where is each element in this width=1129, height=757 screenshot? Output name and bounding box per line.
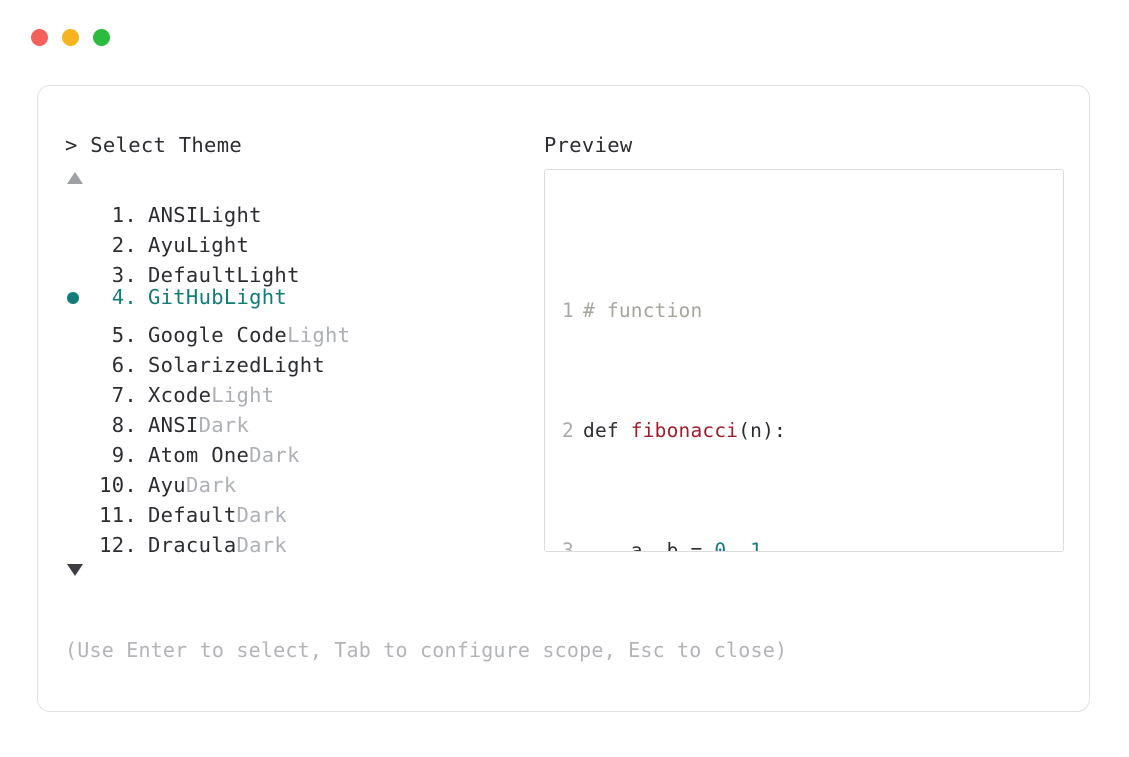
theme-name: GitHub [148, 285, 224, 309]
selection-bullet-slot [65, 522, 93, 552]
theme-name: Default [148, 263, 237, 287]
theme-list-item[interactable]: 6. Solarized Light [65, 342, 525, 377]
theme-name: ANSI [148, 413, 199, 437]
keyboard-hint-text: (Use Enter to select, Tab to configure s… [65, 638, 788, 662]
token-number: 0 [714, 539, 727, 552]
window-minimize-button[interactable] [62, 29, 79, 46]
theme-variant: Light [236, 263, 300, 287]
code-line: 2 def fibonacci(n): [545, 416, 1063, 446]
token-punctuation: , [726, 539, 751, 552]
theme-variant: Light [211, 383, 275, 407]
preview-panel: Preview 1 # function 2 def fibonacci(n):… [544, 132, 1064, 552]
theme-list-item[interactable]: 10. Ayu Dark [65, 462, 525, 497]
token-function-name: fibonacci [630, 419, 739, 442]
selection-bullet-slot [65, 312, 93, 342]
line-content: # function [583, 296, 702, 326]
theme-variant: Light [185, 233, 250, 257]
window-close-button[interactable] [31, 29, 48, 46]
theme-name: Atom One [148, 443, 250, 467]
code-line: 3 a, b = 0, 1 [545, 536, 1063, 552]
theme-name: Ayu [148, 473, 186, 497]
code-block: 1 # function 2 def fibonacci(n): 3 a, b … [545, 206, 1063, 552]
theme-list-item[interactable]: 3. Default Light [65, 252, 525, 287]
theme-selector-card: > Select Theme 1. ANSI Light 2. Ayu Ligh… [37, 85, 1090, 712]
preview-heading: Preview [544, 133, 633, 157]
theme-name: Ayu [148, 233, 186, 257]
selection-bullet-slot [65, 402, 93, 432]
theme-variant: Light [198, 203, 262, 227]
selected-bullet-icon [67, 292, 79, 304]
theme-index: 5. [99, 323, 137, 347]
theme-variant: Light [223, 285, 288, 309]
selection-bullet-slot [65, 283, 93, 313]
theme-index: 4. [99, 285, 137, 309]
selection-bullet-slot [65, 222, 93, 252]
theme-name: ANSI [148, 203, 199, 227]
line-number: 1 [562, 299, 574, 322]
selection-bullet-slot [65, 432, 93, 462]
theme-list-item[interactable]: 12. Dracula Dark [65, 522, 525, 557]
theme-variant: Dark [198, 413, 250, 437]
theme-name: Default [148, 503, 237, 527]
line-content: def fibonacci(n): [583, 416, 786, 446]
theme-index: 3. [99, 263, 137, 287]
window-titlebar [31, 29, 110, 46]
theme-index: 7. [99, 383, 137, 407]
theme-list-item[interactable]: 9. Atom One Dark [65, 432, 525, 467]
theme-name: Dracula [148, 533, 237, 557]
theme-list-item[interactable]: 7. Xcode Light [65, 372, 525, 407]
selection-bullet-slot [65, 252, 93, 282]
line-content: a, b = 0, 1 [583, 536, 763, 552]
selection-bullet-slot [65, 372, 93, 402]
theme-list-item[interactable]: 1. ANSI Light [65, 192, 525, 227]
theme-list: 1. ANSI Light 2. Ayu Light 3. Default Li… [65, 192, 525, 557]
code-line: 1 # function [545, 296, 1063, 326]
theme-list-item[interactable]: 11. Default Dark [65, 492, 525, 527]
selection-bullet-slot [65, 342, 93, 372]
line-number: 2 [562, 419, 574, 442]
window-maximize-button[interactable] [93, 29, 110, 46]
theme-index: 2. [99, 233, 137, 257]
theme-index: 9. [99, 443, 137, 467]
theme-index: 6. [99, 353, 137, 377]
theme-name: Solarized [148, 353, 262, 377]
theme-index: 8. [99, 413, 137, 437]
selection-bullet-slot [65, 462, 93, 492]
theme-list-item[interactable]: 8. ANSI Dark [65, 402, 525, 437]
theme-index: 1. [99, 203, 137, 227]
token-comment: # function [583, 299, 703, 322]
scroll-down-arrow-icon[interactable] [67, 564, 83, 576]
theme-variant: Dark [249, 443, 300, 467]
theme-index: 12. [99, 533, 137, 557]
scroll-up-arrow-icon[interactable] [67, 172, 83, 184]
code-preview-box: 1 # function 2 def fibonacci(n): 3 a, b … [544, 169, 1064, 552]
theme-list-item[interactable]: 5. Google Code Light [65, 312, 525, 347]
theme-variant: Dark [185, 473, 237, 497]
theme-name: Google Code [148, 323, 288, 347]
theme-list-item[interactable]: 2. Ayu Light [65, 222, 525, 257]
token-number: 1 [750, 539, 763, 552]
theme-list-item-selected[interactable]: 4. GitHub Light [65, 282, 525, 312]
prompt-title: > Select Theme [65, 133, 242, 157]
selection-bullet-slot [65, 492, 93, 522]
line-number: 3 [562, 539, 574, 552]
theme-variant: Dark [236, 503, 288, 527]
token-keyword: def [583, 419, 631, 442]
token-text: a, b = [583, 539, 715, 552]
theme-name: Xcode [148, 383, 212, 407]
selection-bullet-slot [65, 192, 93, 222]
token-punctuation: (n): [738, 419, 786, 442]
theme-list-panel: > Select Theme 1. ANSI Light 2. Ayu Ligh… [65, 132, 525, 576]
theme-variant: Light [261, 353, 325, 377]
theme-variant: Light [287, 323, 351, 347]
theme-index: 10. [99, 473, 137, 497]
theme-index: 11. [99, 503, 137, 527]
theme-variant: Dark [236, 533, 288, 557]
